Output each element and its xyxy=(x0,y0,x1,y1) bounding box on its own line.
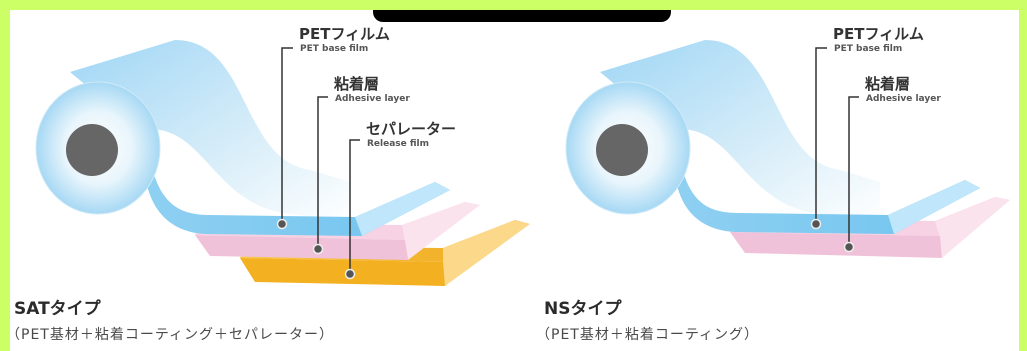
sat-roll-illustration xyxy=(35,40,530,286)
sat-adhesive-label-en: Adhesive layer xyxy=(335,94,410,104)
ns-roll-illustration xyxy=(565,40,1010,258)
roll-core xyxy=(66,124,118,176)
sat-release-label-en: Release film xyxy=(367,139,430,149)
ns-type-subtitle: （PET基材＋粘着コーティング） xyxy=(536,327,759,343)
sat-panel: PETフィルム PET base film 粘着層 Adhesive layer… xyxy=(10,10,530,351)
ns-pet-film-label: PETフィルム xyxy=(833,25,924,43)
sat-pet-film-label-en: PET base film xyxy=(300,44,369,54)
sat-adhesive-label: 粘着層 xyxy=(334,75,380,93)
sat-release-label: セパレーター xyxy=(366,120,457,138)
pet-film-marker xyxy=(810,218,822,230)
sat-type-title: SATタイプ xyxy=(14,299,101,319)
top-tab-decoration xyxy=(373,10,671,22)
sat-pet-film-label: PETフィルム xyxy=(299,25,390,43)
ns-adhesive-label-en: Adhesive layer xyxy=(866,94,941,104)
release-film-marker xyxy=(344,268,356,280)
ns-panel: PETフィルム PET base film 粘着層 Adhesive layer… xyxy=(530,10,1019,351)
ns-pet-film-label-en: PET base film xyxy=(834,44,903,54)
pet-film-marker xyxy=(276,218,288,230)
sat-type-subtitle: （PET基材＋粘着コーティング＋セパレーター） xyxy=(10,327,334,343)
roll-core xyxy=(596,124,648,176)
adhesive-marker xyxy=(843,241,855,253)
ns-type-title: NSタイプ xyxy=(544,299,622,319)
diagram-canvas: PETフィルム PET base film 粘着層 Adhesive layer… xyxy=(10,10,1019,351)
pet-film-sheet xyxy=(70,40,350,222)
adhesive-marker xyxy=(312,243,324,255)
ns-adhesive-label: 粘着層 xyxy=(865,75,911,93)
pet-film-sheet xyxy=(600,40,880,222)
